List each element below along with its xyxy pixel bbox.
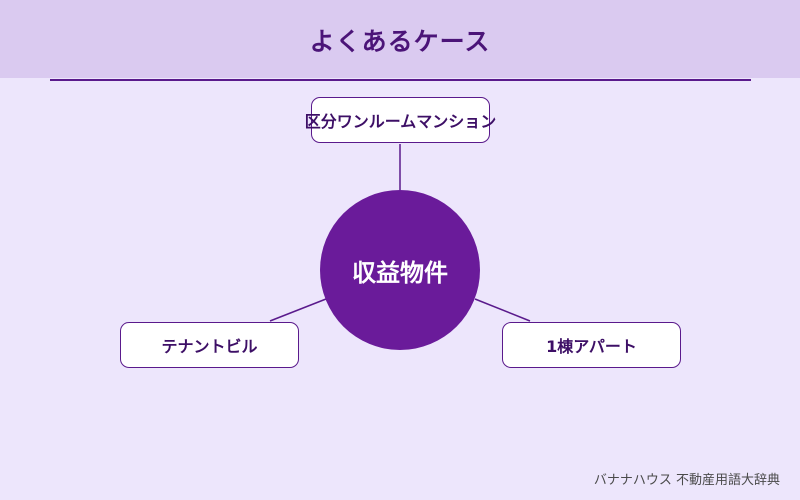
node-right-label: 1棟アパート <box>546 337 637 356</box>
node-top-label: 区分ワンルームマンション <box>304 112 497 131</box>
node-right: 1棟アパート <box>502 322 681 368</box>
connector-left <box>269 298 327 322</box>
footer-credit: バナナハウス 不動産用語大辞典 <box>593 473 780 488</box>
title-divider <box>50 79 751 81</box>
page-title: よくあるケース <box>309 27 491 56</box>
center-node: 収益物件 <box>320 190 480 350</box>
node-left: テナントビル <box>120 322 299 368</box>
node-top: 区分ワンルームマンション <box>305 97 496 143</box>
connector-right <box>474 298 531 322</box>
node-left-label: テナントビル <box>161 337 258 356</box>
header-band <box>0 0 800 78</box>
center-node-label: 収益物件 <box>352 258 448 287</box>
